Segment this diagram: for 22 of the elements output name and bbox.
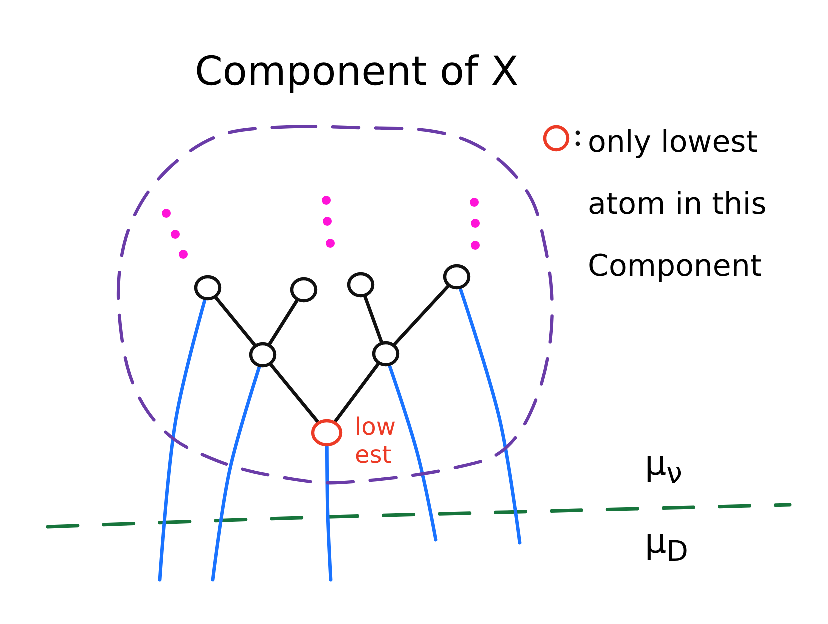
node-caption: low est xyxy=(355,413,397,469)
atom-circle xyxy=(290,277,318,303)
legend-text: only lowest atom in this Component xyxy=(588,124,768,286)
atom-circle xyxy=(347,272,375,298)
connector-line xyxy=(459,288,522,545)
connector-line xyxy=(325,445,333,582)
region-title: Component of X xyxy=(195,48,519,96)
connector-line xyxy=(214,296,256,346)
atom-circle xyxy=(249,342,277,368)
connector-line xyxy=(334,362,380,423)
connector-line xyxy=(388,364,438,542)
atom-circle xyxy=(372,341,400,367)
measure-label: μ$_{D}$ xyxy=(645,524,688,567)
atom-circle xyxy=(194,275,222,301)
measure-label: μ$_{ν}$ xyxy=(645,446,682,489)
connector-line xyxy=(364,296,384,344)
atom-circle xyxy=(443,264,471,290)
connector-line xyxy=(211,366,262,582)
connector-line xyxy=(393,285,450,346)
connector-line xyxy=(158,298,207,582)
connector-line xyxy=(268,300,299,346)
connector-line xyxy=(270,364,320,424)
